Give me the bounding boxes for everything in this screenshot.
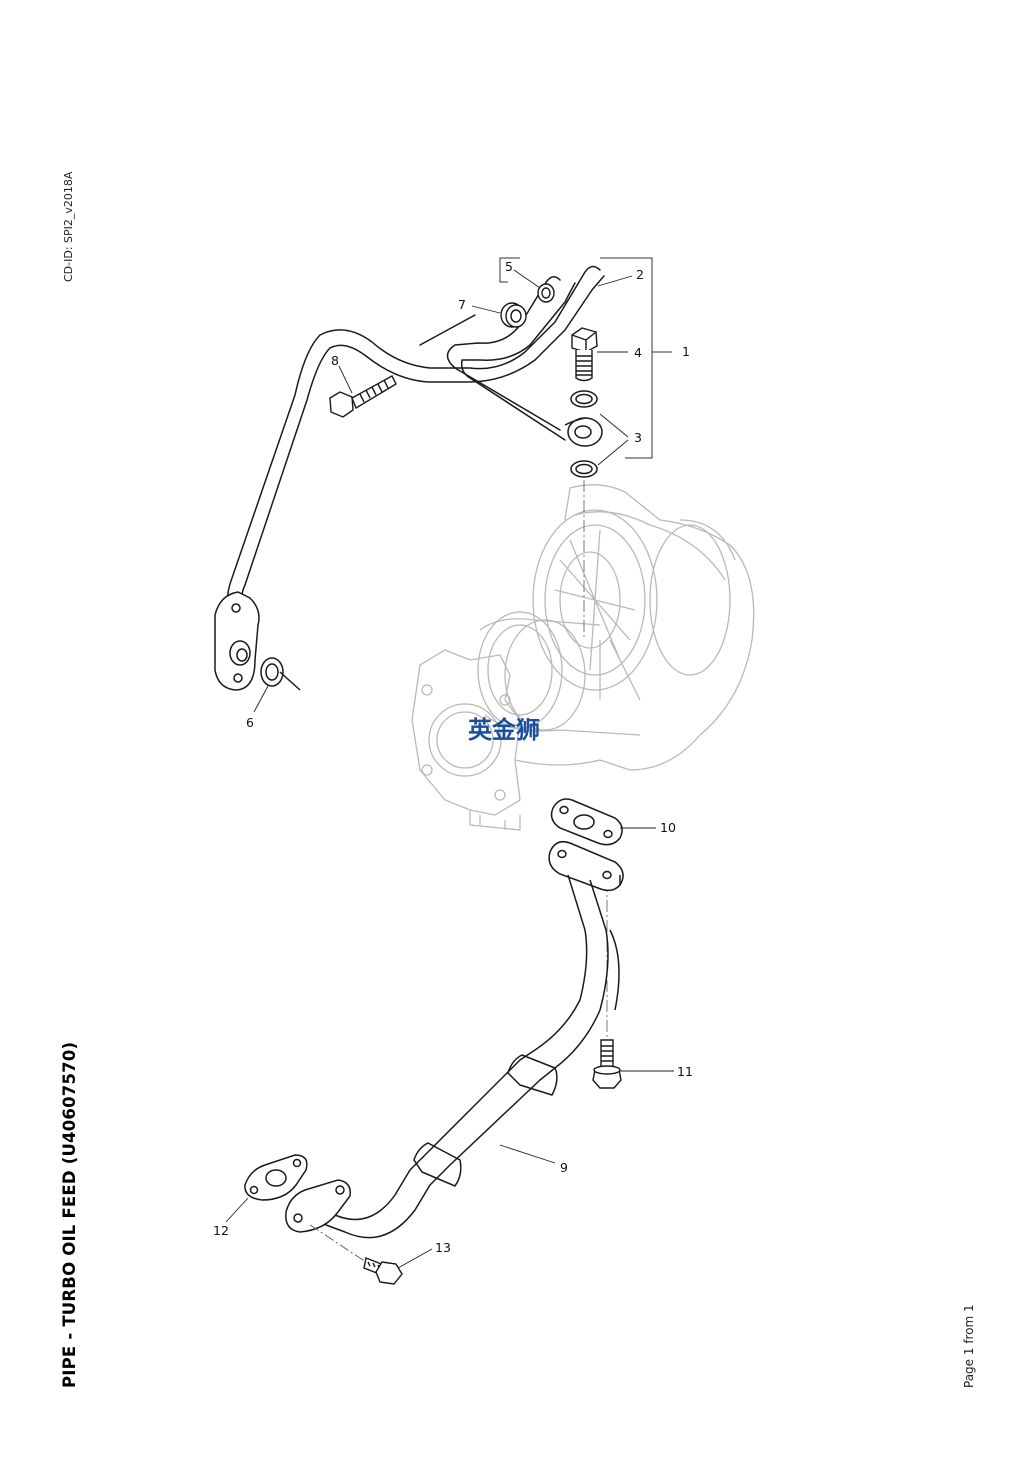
callout-13: 13 bbox=[435, 1240, 451, 1255]
callout-3: 3 bbox=[634, 430, 642, 445]
callout-4: 4 bbox=[634, 345, 642, 360]
gasket-12 bbox=[244, 1154, 308, 1201]
callout-2: 2 bbox=[636, 267, 644, 282]
callout-11: 11 bbox=[677, 1064, 693, 1079]
center-line bbox=[583, 480, 608, 1040]
turbocharger-illustration bbox=[411, 484, 755, 831]
return-pipe-end-flange bbox=[285, 1179, 351, 1233]
sealing-washers bbox=[570, 390, 598, 478]
callout-5: 5 bbox=[505, 259, 513, 274]
upper-pipe-flange bbox=[214, 591, 301, 691]
oil-return-pipe-lower bbox=[309, 874, 620, 1239]
lower-pipe-flange bbox=[548, 840, 624, 892]
callout-8: 8 bbox=[331, 353, 339, 368]
oil-feed-pipe-upper bbox=[226, 265, 605, 611]
callout-labels: 1 2 3 4 5 6 7 8 9 10 11 12 13 bbox=[213, 259, 693, 1255]
mounting-bolt bbox=[329, 375, 397, 418]
leader-lines bbox=[225, 269, 674, 1269]
callout-1: 1 bbox=[682, 344, 690, 359]
callout-6: 6 bbox=[246, 715, 254, 730]
banjo-bolt bbox=[571, 327, 598, 382]
watermark-text: 英金狮 bbox=[468, 716, 540, 744]
callout-9: 9 bbox=[560, 1160, 568, 1175]
callout-12: 12 bbox=[213, 1223, 229, 1238]
bolt-13 bbox=[309, 1224, 403, 1285]
bolt-11 bbox=[592, 1039, 622, 1089]
grommet-and-washer bbox=[500, 283, 555, 328]
gasket-10 bbox=[550, 798, 623, 846]
banjo-fitting bbox=[564, 417, 603, 447]
callout-10: 10 bbox=[660, 820, 676, 835]
assembly-bracket bbox=[499, 257, 672, 459]
callout-7: 7 bbox=[458, 297, 466, 312]
